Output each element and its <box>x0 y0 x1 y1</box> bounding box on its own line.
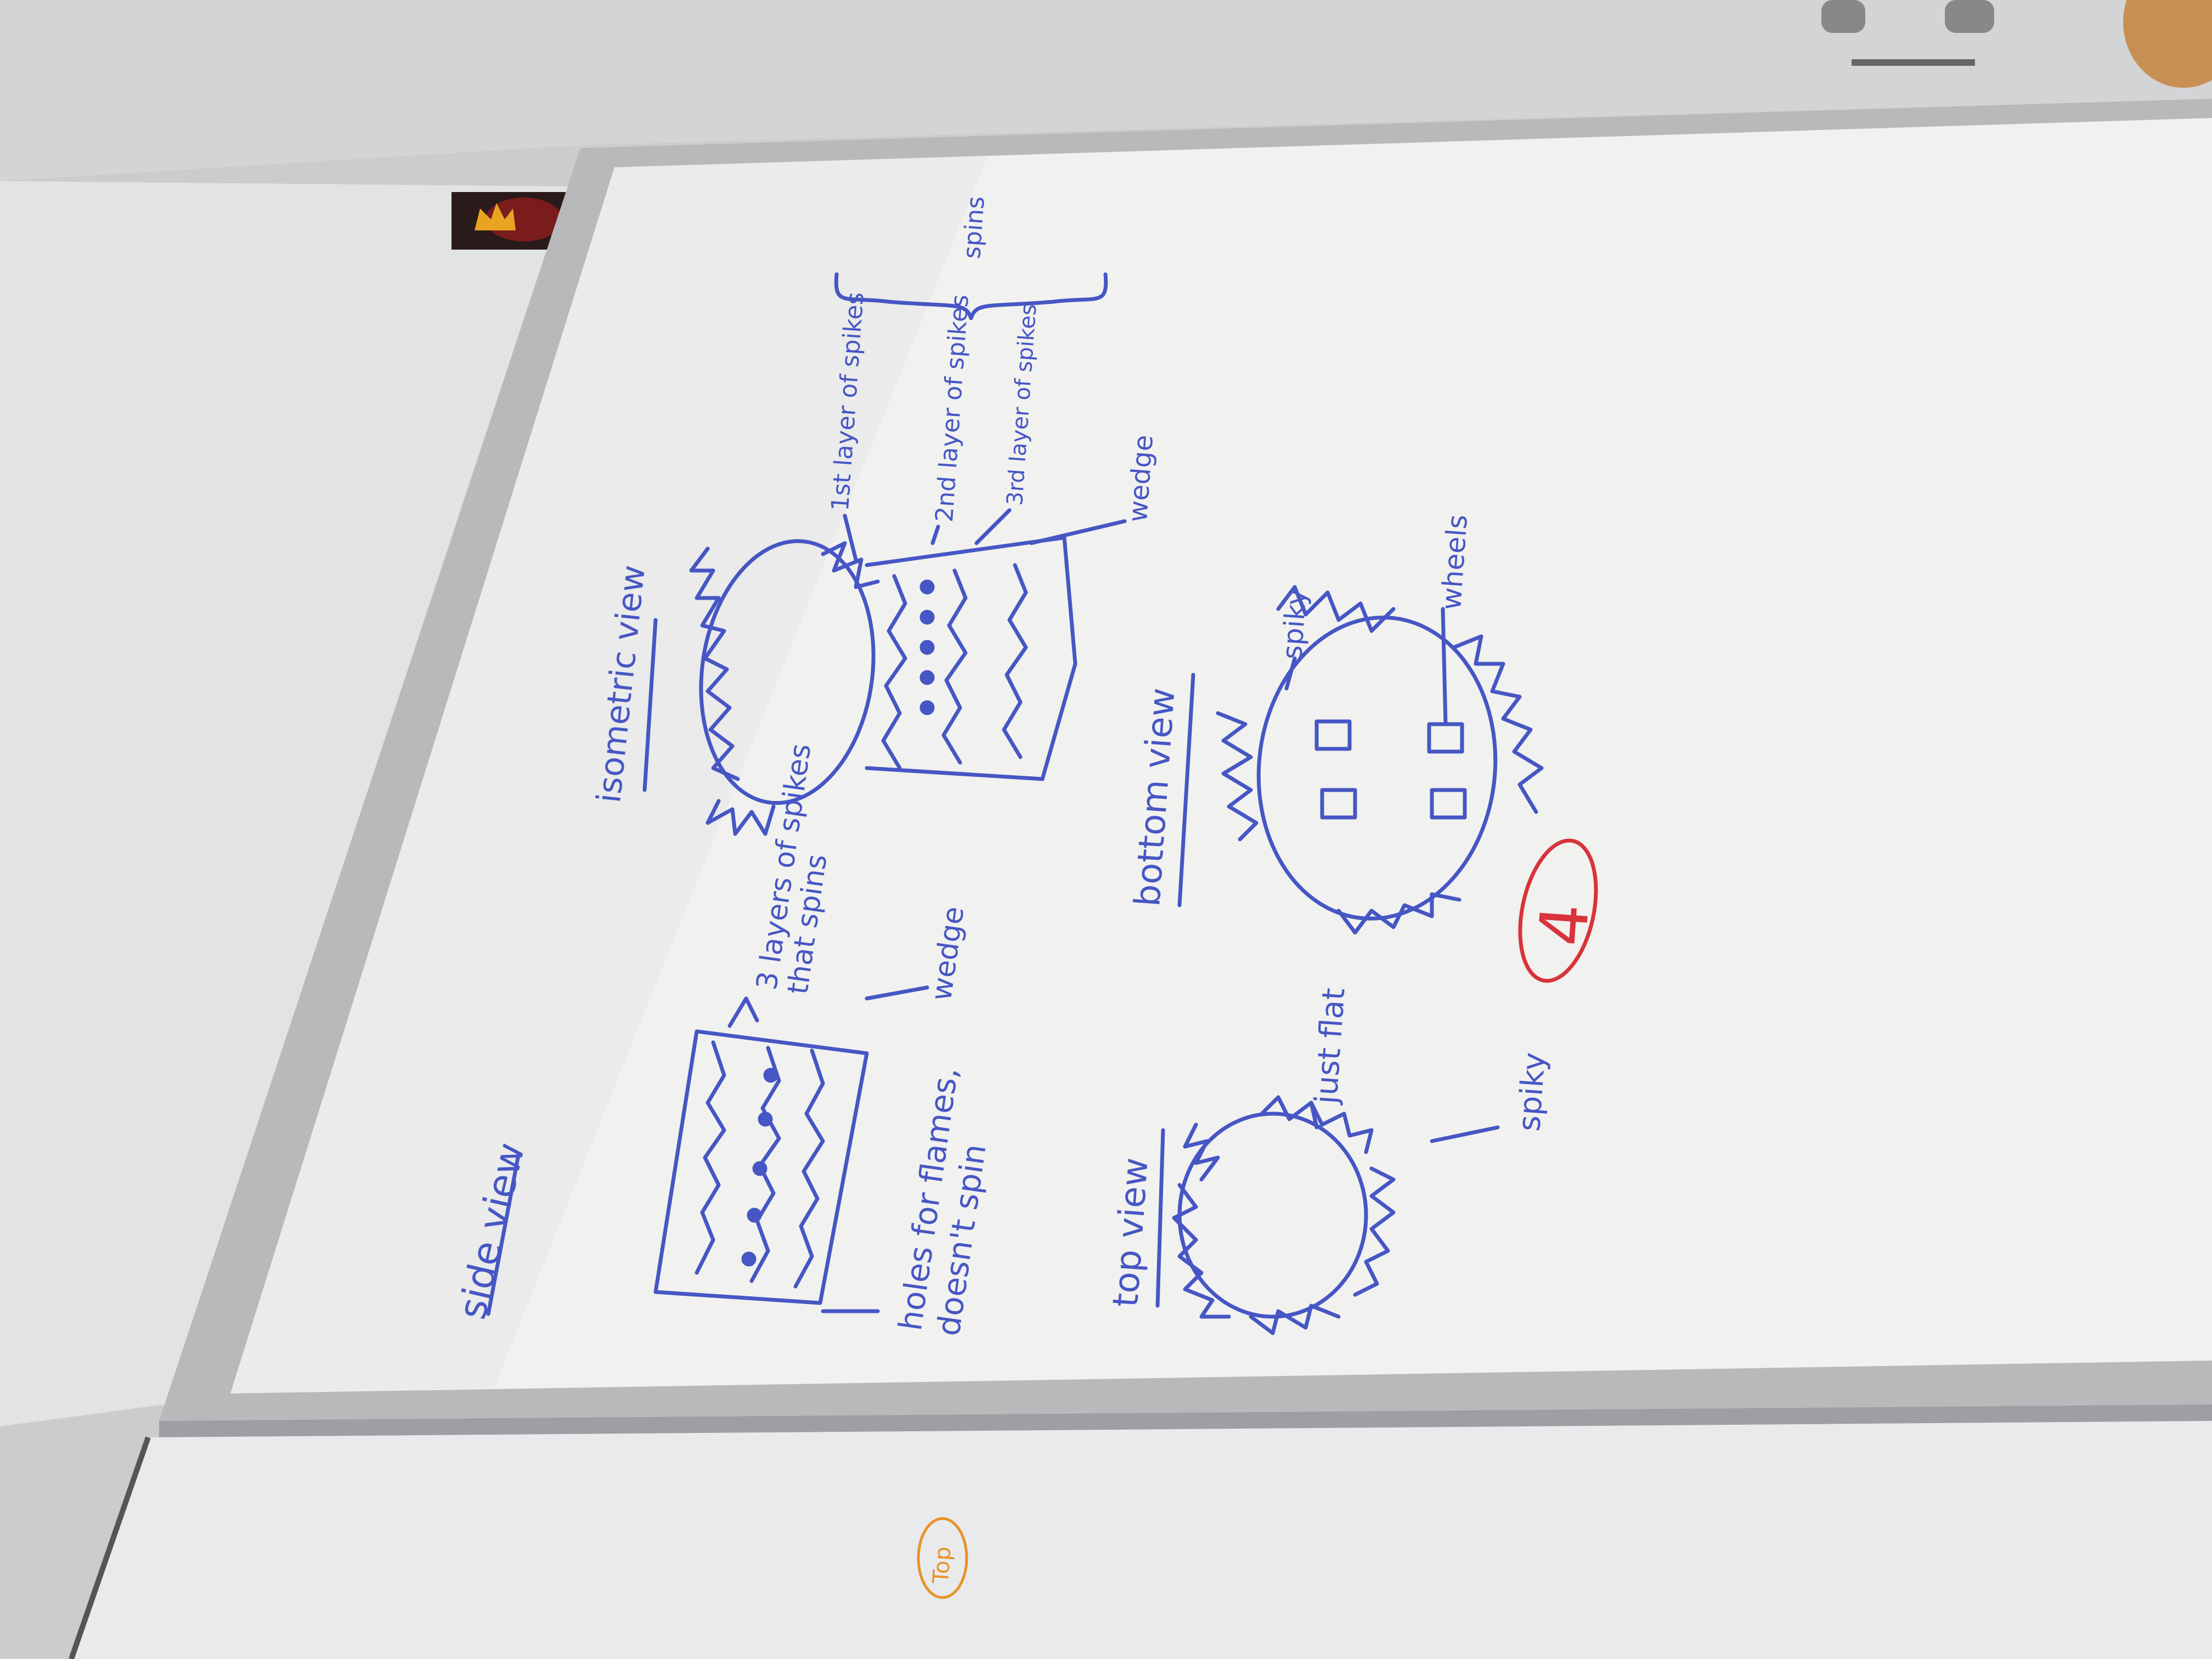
isometric-view-underline <box>642 618 658 792</box>
number-mark: 4 <box>1525 901 1605 949</box>
isometric-wedge-label: wedge <box>1122 433 1159 523</box>
top-view-underline <box>1155 1128 1165 1308</box>
wheel <box>1430 788 1467 820</box>
lower-panel <box>71 1421 2212 1659</box>
bottom-view-disc <box>1256 616 1498 921</box>
door-knob <box>1945 0 1994 33</box>
hand <box>2123 0 2212 88</box>
side-view-body <box>653 1029 869 1305</box>
spins-brace <box>834 272 1108 320</box>
top-sticker-outline <box>917 1517 968 1599</box>
isometric-spins-label: spins <box>958 195 990 260</box>
number-mark-circle <box>1518 838 1598 983</box>
wheel <box>1314 719 1352 751</box>
isometric-top-disc <box>699 539 876 805</box>
top-sticker-label: Top <box>928 1545 956 1584</box>
door-handle <box>1852 59 1975 66</box>
top-view-heading: top view <box>1105 1156 1156 1308</box>
side-view-underline <box>486 1153 521 1316</box>
top-view-flat-label: just flat <box>1308 986 1352 1105</box>
bottom-view-spiky-label: spiky <box>1276 588 1313 661</box>
door-knob <box>1821 0 1865 33</box>
top-view-spiky-label: spiky <box>1511 1051 1553 1133</box>
bottom-view-wheels-label: wheels <box>1435 514 1474 611</box>
wheel <box>1320 788 1357 820</box>
left-wall-panel <box>0 181 582 1426</box>
bottom-view-underline <box>1177 673 1195 907</box>
